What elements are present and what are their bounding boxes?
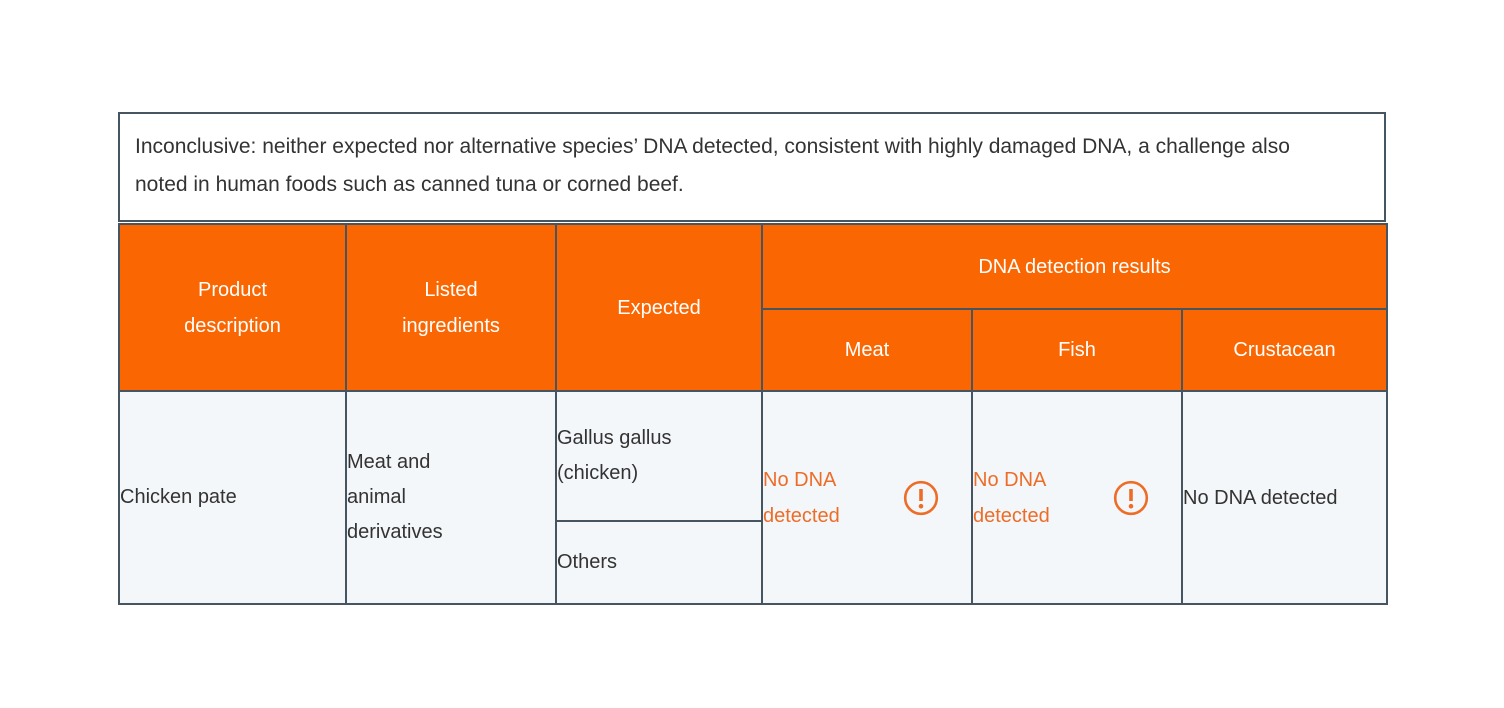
cell-fish-result: No DNA detected	[971, 390, 1183, 605]
report-table-figure: Inconclusive: neither expected nor alter…	[118, 112, 1389, 605]
cell-listed-ingredients: Meat and animal derivatives	[345, 390, 557, 605]
col-header-expected: Expected	[555, 223, 763, 392]
inconclusive-note-text: Inconclusive: neither expected nor alter…	[135, 135, 1290, 196]
col-header-fish: Fish	[971, 308, 1183, 392]
col-header-product-label: Product description	[184, 278, 281, 337]
fish-result-value: No DNA detected	[973, 468, 1050, 527]
cell-crustacean-result: No DNA detected	[1180, 390, 1389, 605]
col-header-product-description: Product description	[118, 223, 347, 392]
table-row: Chicken pate Meat and animal derivatives…	[118, 390, 1389, 605]
product-description-value: Chicken pate	[120, 486, 237, 508]
cell-meat-result: No DNA detected	[761, 390, 973, 605]
col-header-meat: Meat	[761, 308, 973, 392]
inconclusive-note-box: Inconclusive: neither expected nor alter…	[118, 112, 1386, 222]
col-header-ingredients-label: Listed ingredients	[402, 278, 500, 337]
exclamation-circle-icon	[1113, 480, 1149, 515]
expected-others-value: Others	[557, 551, 618, 573]
meat-result-value: No DNA detected	[763, 468, 840, 527]
cell-expected-primary: Gallus gallus (chicken)	[555, 390, 763, 522]
cell-product-description: Chicken pate	[118, 390, 347, 605]
col-header-crustacean: Crustacean	[1180, 308, 1389, 392]
dna-detection-table: Product description Listed ingredients E…	[118, 223, 1389, 605]
col-header-listed-ingredients: Listed ingredients	[345, 223, 557, 392]
listed-ingredients-value: Meat and animal derivatives	[347, 451, 443, 543]
expected-species-value: Gallus gallus (chicken)	[557, 427, 672, 484]
col-header-dna-detection-results: DNA detection results	[760, 223, 1389, 310]
cell-expected-others: Others	[555, 520, 763, 605]
exclamation-circle-icon	[903, 480, 939, 515]
crustacean-result-value: No DNA detected	[1183, 486, 1338, 509]
table-row: Others	[119, 520, 1387, 605]
